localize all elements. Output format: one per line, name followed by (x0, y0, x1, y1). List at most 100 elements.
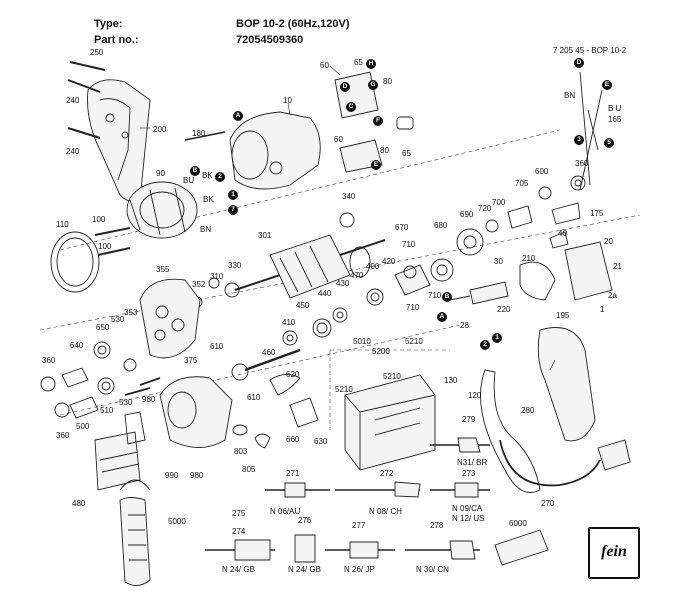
part-label-330: 330 (228, 261, 242, 270)
part-label-60: 60 (320, 61, 329, 70)
part-label-710: 710 (402, 240, 416, 249)
part-label-273: 273 (462, 469, 476, 478)
part-label-660: 660 (286, 435, 300, 444)
part-label-195: 195 (556, 311, 570, 320)
callout-marker-5: 5 (604, 138, 614, 148)
part-label-80: 80 (383, 77, 392, 86)
part-label-710: 710 (428, 291, 442, 300)
part-label-110: 110 (56, 220, 69, 229)
part-label-640: 640 (70, 341, 84, 350)
part-label-180: 180 (192, 129, 206, 138)
part-label-30: 30 (494, 257, 503, 266)
plug-variant-n31-br: N31/ BR (457, 458, 488, 467)
part-label-355: 355 (156, 265, 170, 274)
part-label-90: 90 (156, 169, 165, 178)
callout-marker-1: 1 (492, 333, 502, 343)
part-label-450: 450 (296, 301, 310, 310)
part-label-360: 360 (56, 431, 70, 440)
part-label-270: 270 (541, 499, 555, 508)
part-label-2a: 2a (608, 291, 617, 300)
plug-variant-n30-cn: N 30/ CN (416, 565, 449, 574)
callout-marker-d: D (574, 58, 584, 68)
part-label-240: 240 (66, 96, 80, 105)
intermediate-flange-375 (159, 376, 233, 448)
part-label-40: 40 (558, 229, 567, 238)
gear-housing-355 (139, 278, 201, 359)
field-coil-90 (94, 181, 198, 256)
wire-label-bu: BU (183, 176, 195, 185)
part-label-610: 610 (247, 393, 261, 402)
armature-301 (191, 212, 386, 308)
part-number-label: Part no.: (94, 34, 139, 46)
part-label-600: 600 (535, 167, 549, 176)
part-label-250: 250 (90, 48, 104, 57)
part-label-210: 210 (522, 254, 536, 263)
part-label-130: 130 (444, 376, 458, 385)
part-label-805: 805 (242, 465, 256, 474)
wiring-165 (579, 71, 603, 191)
plug-variant-n24-gb: N 24/ GB (288, 565, 321, 574)
wire-label-bn: BN (200, 225, 212, 234)
callout-marker-d: D (340, 82, 350, 92)
part-label-610: 610 (210, 342, 224, 351)
part-label-680: 680 (434, 221, 448, 230)
part-label-530: 530 (111, 315, 125, 324)
part-number-value: 72054509360 (236, 34, 304, 46)
part-label-120: 120 (468, 391, 482, 400)
callout-marker-h: H (366, 59, 376, 69)
plug-variant-n12-us: N 12/ US (452, 514, 485, 523)
part-label-360: 360 (575, 159, 589, 168)
part-label-277: 277 (352, 521, 366, 530)
handle-housing-200 (67, 61, 151, 203)
part-label-175: 175 (590, 209, 604, 218)
depth-stop-parts (232, 374, 319, 449)
part-label-400: 400 (366, 262, 380, 271)
part-label-420: 420 (382, 257, 396, 266)
callout-marker-a: A (437, 312, 447, 322)
part-label-274: 274 (232, 527, 246, 536)
cord-variants (205, 437, 549, 566)
callout-marker-e: E (371, 160, 381, 170)
part-label-280: 280 (521, 406, 535, 415)
power-cord-270 (499, 439, 631, 487)
callout-marker-3: 3 (574, 135, 584, 145)
callout-marker-f: F (373, 116, 383, 126)
part-label-720: 720 (478, 204, 492, 213)
part-label-271: 271 (286, 469, 300, 478)
part-label-5210: 5210 (383, 372, 401, 381)
part-label-279: 279 (462, 415, 476, 424)
part-label-375: 375 (184, 356, 198, 365)
plug-variant-n26-jp: N 26/ JP (344, 565, 375, 574)
callout-marker-7: 7 (228, 205, 238, 215)
part-label-21: 21 (613, 262, 622, 271)
gear-train (40, 341, 161, 419)
front-handle-280 (480, 327, 596, 493)
part-label-278: 278 (430, 521, 444, 530)
spindle-assembly (231, 175, 586, 381)
part-label-530: 530 (119, 398, 133, 407)
callout-marker-1: 1 (228, 190, 238, 200)
part-label-5010: 5010 (353, 337, 371, 346)
part-label-352: 352 (192, 280, 206, 289)
callout-marker-c: C (346, 102, 356, 112)
part-label-28: 28 (460, 321, 469, 330)
wire-label-bn: BN (564, 91, 576, 100)
wire-label-bk: BK (203, 195, 214, 204)
part-label-690: 690 (460, 210, 474, 219)
part-label-240: 240 (66, 147, 80, 156)
plug-variant-n08-ch: N 08/ CH (369, 507, 402, 516)
part-label-275: 275 (232, 509, 246, 518)
part-label-200: 200 (153, 125, 167, 134)
type-value: BOP 10-2 (60Hz,120V) (236, 18, 350, 30)
part-label-65: 65 (354, 58, 363, 67)
part-label-670: 670 (395, 223, 409, 232)
part-label-353: 353 (124, 308, 138, 317)
part-label-5000: 5000 (168, 517, 186, 526)
part-label-630: 630 (314, 437, 328, 446)
part-label-430: 430 (336, 279, 350, 288)
part-label-100: 100 (92, 215, 106, 224)
part-label-360: 360 (42, 356, 56, 365)
callout-marker-b: B (442, 292, 452, 302)
callout-marker-e: E (602, 80, 612, 90)
part-label-990: 990 (165, 471, 179, 480)
